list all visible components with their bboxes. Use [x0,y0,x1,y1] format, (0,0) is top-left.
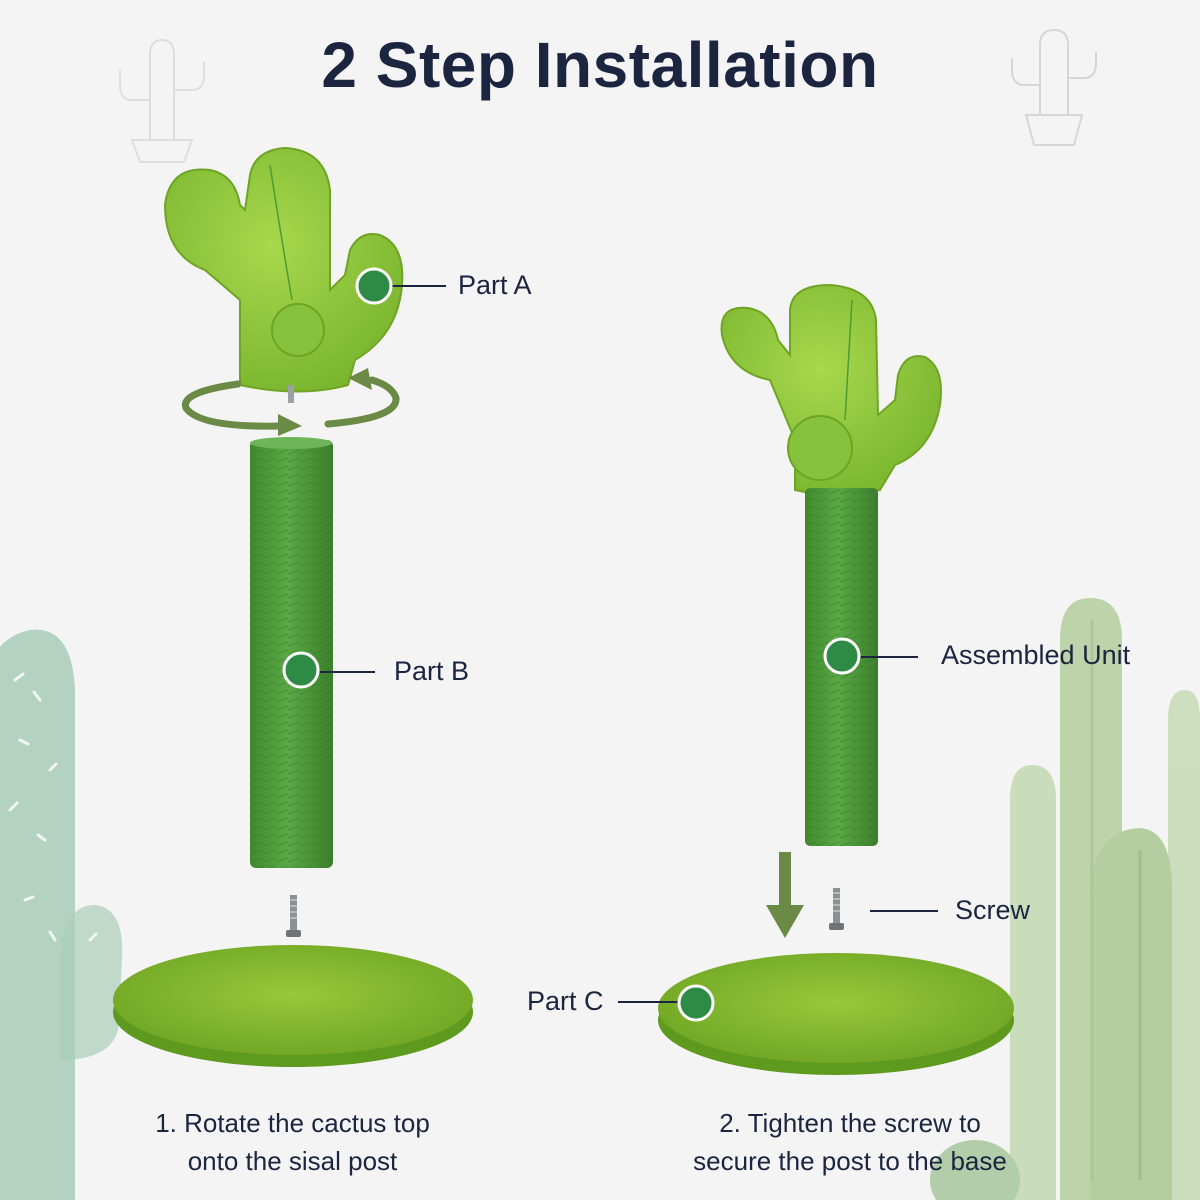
step-2-line-1: 2. Tighten the screw to [719,1108,981,1138]
part-a-label: Part A [458,270,532,300]
part-c-marker [618,984,715,1022]
part-a-marker [355,267,446,305]
screw-step1-icon [286,895,301,937]
assembled-unit-label: Assembled Unit [941,640,1131,670]
step-1-line-2: onto the sisal post [187,1146,398,1176]
rotation-arrowheads [278,368,372,436]
part-b-label: Part B [394,656,470,686]
cactus-top-part-a [163,146,404,403]
base-plate-part-c [658,953,1014,1075]
outline-cactus-top-left-icon [119,38,205,163]
base-plate-step1 [113,945,473,1067]
page-title: 2 Step Installation [321,29,879,101]
part-b-marker [282,651,375,689]
outline-cactus-top-right-icon [1011,28,1097,146]
assembled-cactus-top [720,283,942,496]
step-1-caption: 1. Rotate the cactus top onto the sisal … [120,1104,465,1180]
sisal-post-part-b [250,437,333,868]
screw-step2-icon [829,888,844,930]
background-cactus-right-icon [930,598,1200,1200]
assembled-unit-marker [823,637,918,675]
down-arrow-icon [766,852,804,938]
step-1-line-1: 1. Rotate the cactus top [155,1108,430,1138]
screw-label: Screw [955,895,1031,925]
part-c-label: Part C [527,986,604,1016]
step-2-caption: 2. Tighten the screw to secure the post … [670,1104,1030,1180]
rotation-arrow-icon [181,376,400,430]
step-2-line-2: secure the post to the base [693,1146,1007,1176]
background-cactus-left-icon [0,629,123,1200]
